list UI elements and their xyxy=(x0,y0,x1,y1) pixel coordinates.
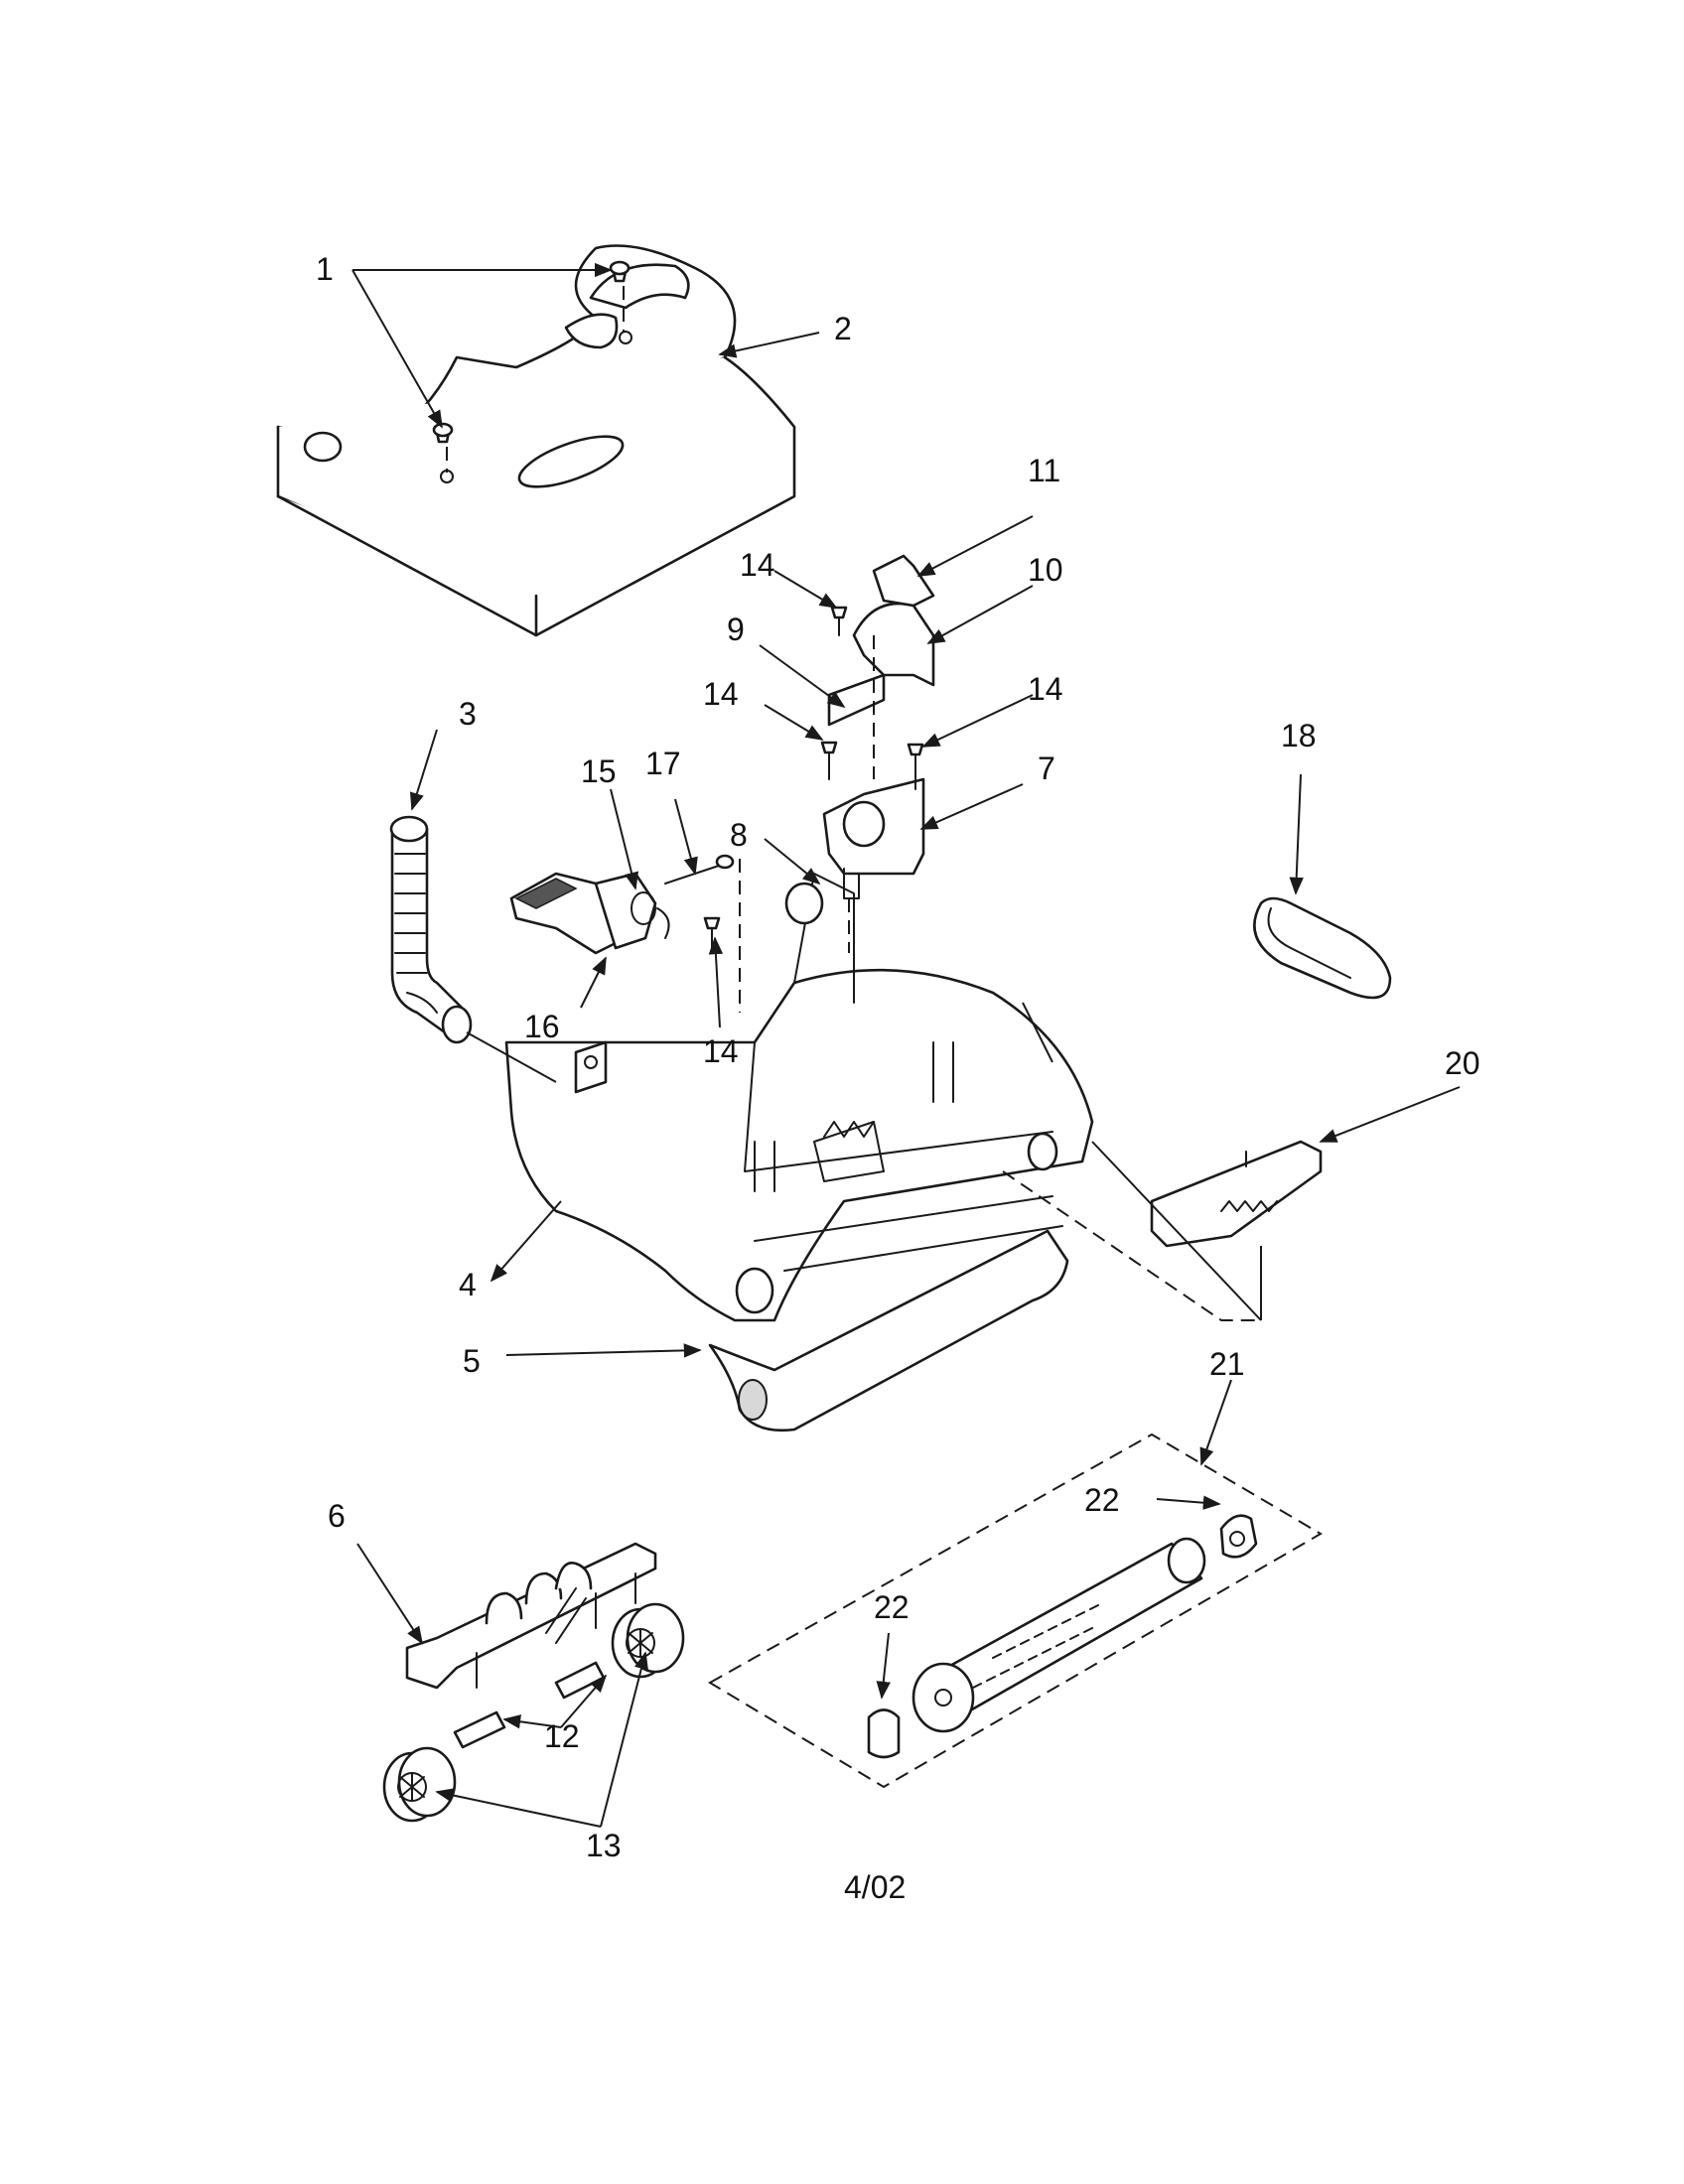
callout-16: 16 xyxy=(524,1009,560,1044)
part-axle-bracket xyxy=(405,1542,657,1690)
revision-date: 4/02 xyxy=(844,1869,906,1905)
callout-8: 8 xyxy=(730,817,748,853)
callout-6: 6 xyxy=(328,1498,346,1534)
callout-14c: 14 xyxy=(1028,671,1063,707)
callout-22a: 22 xyxy=(1084,1482,1120,1518)
callout-9: 9 xyxy=(727,612,745,647)
callout-14b: 14 xyxy=(703,676,739,712)
callout-22b: 22 xyxy=(874,1589,910,1625)
callout-15: 15 xyxy=(581,753,617,789)
part-end-caps xyxy=(867,1514,1258,1759)
callout-18: 18 xyxy=(1281,718,1317,753)
callout-13: 13 xyxy=(586,1828,622,1863)
callout-21: 21 xyxy=(1209,1346,1245,1382)
part-screws xyxy=(703,606,924,954)
part-base-housing xyxy=(504,873,1094,1322)
callout-20: 20 xyxy=(1445,1045,1480,1081)
callout-11: 11 xyxy=(1028,453,1060,488)
callout-2: 2 xyxy=(834,311,852,346)
part-hood-cover xyxy=(276,244,796,637)
part-brushroll xyxy=(912,1537,1206,1733)
connector-lines xyxy=(466,1002,1262,1321)
part-wheels xyxy=(382,1602,685,1823)
callout-5: 5 xyxy=(463,1343,481,1379)
part-brushroll-box xyxy=(708,1433,1323,1789)
callout-17: 17 xyxy=(645,746,681,781)
callout-7: 7 xyxy=(1038,751,1055,786)
part-hose xyxy=(389,815,473,1044)
part-hood-screws xyxy=(432,260,631,473)
part-bracket-assembly xyxy=(822,554,935,876)
callout-14d: 14 xyxy=(703,1033,739,1069)
part-bumper xyxy=(708,1229,1069,1433)
callout-10: 10 xyxy=(1028,552,1063,588)
part-rear-plate xyxy=(1150,1140,1323,1248)
callout-14a: 14 xyxy=(740,547,775,583)
part-pedal-assembly xyxy=(509,854,741,1013)
callout-3: 3 xyxy=(459,696,477,732)
callout-1: 1 xyxy=(316,251,334,287)
callout-labels: 1 2 3 4 5 6 7 8 9 10 11 12 13 14 14 14 1… xyxy=(316,251,1480,1863)
callout-12: 12 xyxy=(544,1718,580,1754)
part-clip xyxy=(843,868,860,953)
part-belt xyxy=(1253,896,1392,1000)
leader-arrows xyxy=(351,262,1461,1828)
callout-4: 4 xyxy=(459,1267,477,1302)
